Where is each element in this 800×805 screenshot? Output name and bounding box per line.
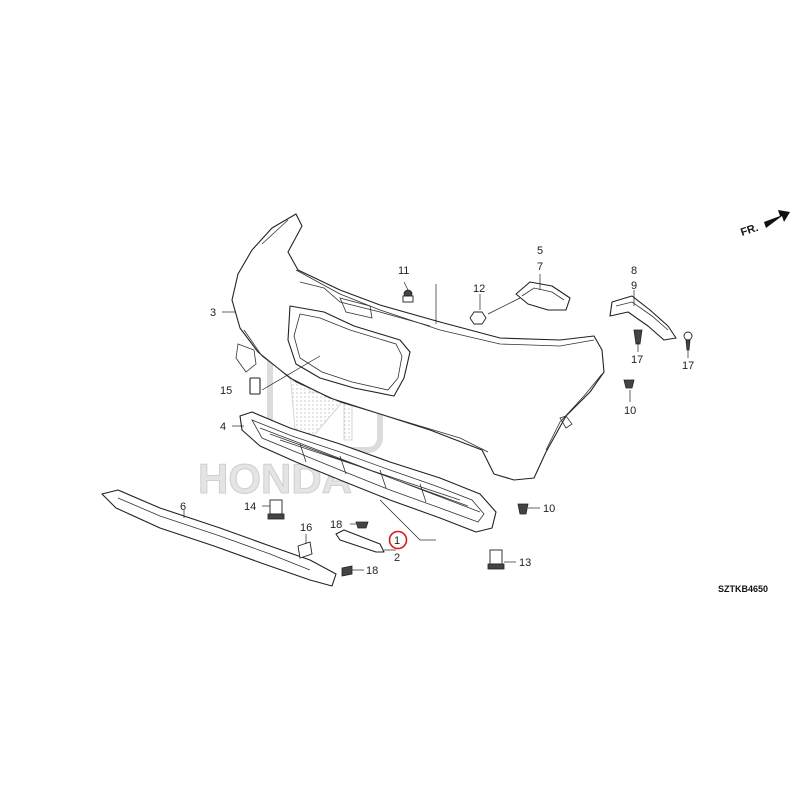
fastener-11 [402,289,414,303]
fastener-12 [469,311,487,325]
callout-11[interactable]: 11 [398,265,409,277]
garnish-strip [335,529,385,553]
fastener-16 [297,541,313,559]
callout-8[interactable]: 8 [631,265,637,277]
callout-10-b[interactable]: 10 [543,503,555,515]
callout-13[interactable]: 13 [519,557,531,569]
callouts: 1 2 3 4 5 6 7 8 9 10 10 11 12 13 14 15 1… [180,245,694,577]
callout-5[interactable]: 5 [537,245,543,257]
side-bracket [609,295,677,341]
fastener-18b [341,565,353,577]
callout-12[interactable]: 12 [473,283,485,295]
lower-grille [239,411,497,533]
callout-3[interactable]: 3 [210,307,216,319]
callout-17-a[interactable]: 17 [631,354,643,366]
upper-bracket [515,281,571,311]
rear-bumper-face [231,213,605,481]
front-direction-indicator: FR. [739,210,790,239]
fastener-10b [517,503,529,515]
fastener-18a [355,521,369,529]
highlight-ring [388,530,408,550]
callout-16[interactable]: 16 [300,522,312,534]
callout-17-b[interactable]: 17 [682,360,694,372]
fastener-10a [623,379,635,389]
fastener-17b [683,331,693,351]
clip-15 [249,377,261,395]
fasteners [267,289,693,577]
callout-7[interactable]: 7 [537,261,543,273]
callout-6[interactable]: 6 [180,501,186,513]
callout-14[interactable]: 14 [244,501,256,513]
callout-18-a[interactable]: 18 [330,519,342,531]
leader-lines [183,274,689,571]
fastener-17a [633,329,643,345]
callout-4[interactable]: 4 [220,421,226,433]
callout-18-b[interactable]: 18 [366,565,378,577]
callout-10-a[interactable]: 10 [624,405,636,417]
front-label: FR. [739,222,760,239]
drawing-code: SZTKB4650 [718,584,768,594]
under-cover [101,489,337,587]
front-arrow-icon [764,210,790,228]
fastener-14 [267,499,285,520]
callout-2[interactable]: 2 [394,552,400,564]
callout-1[interactable]: 1 [394,535,400,547]
callout-9[interactable]: 9 [631,280,637,292]
callout-15[interactable]: 15 [220,385,232,397]
fastener-13 [487,549,505,570]
